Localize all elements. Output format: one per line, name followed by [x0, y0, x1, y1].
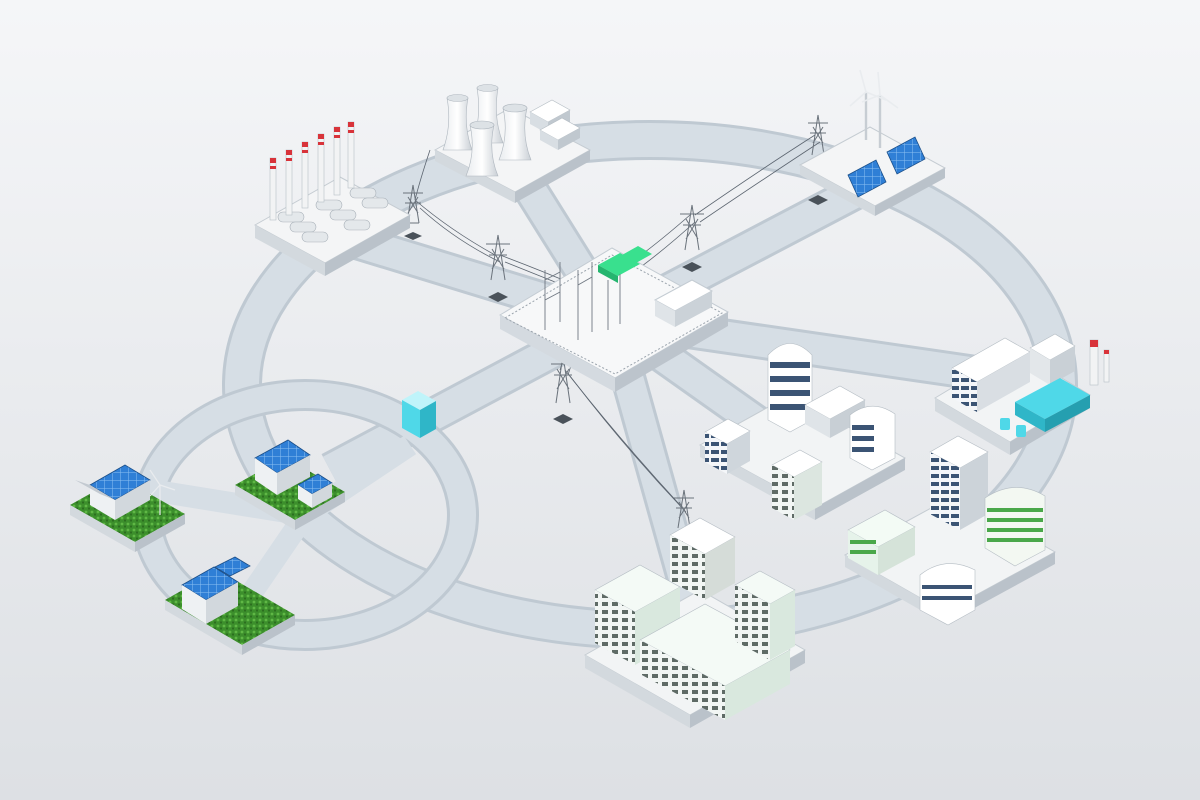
nuclear-power-plant[interactable] [433, 84, 592, 204]
solar-house-icon [235, 439, 345, 530]
tower-bases [404, 195, 828, 424]
office-tower-icon [704, 343, 896, 520]
transformer-icon [598, 246, 652, 283]
pylon-icon [680, 204, 704, 251]
business-park[interactable] [843, 435, 1057, 626]
apartment-block-icon [594, 517, 796, 720]
pylon-icon [403, 184, 423, 224]
commercial-building-icon [847, 435, 1046, 626]
central-substation[interactable] [498, 246, 730, 392]
cooling-tower-icon [442, 84, 532, 177]
pylon-icon [674, 489, 694, 529]
microgrid-houses[interactable] [70, 439, 345, 655]
smokestack-plant-icon [269, 121, 355, 221]
coal-power-plant[interactable] [253, 121, 412, 276]
transmission-towers [403, 114, 828, 529]
residential-apartments[interactable] [583, 517, 807, 728]
pylon-icon [486, 234, 510, 281]
pylon-icon [551, 354, 575, 404]
industrial-factory[interactable] [934, 333, 1110, 455]
factory-icon [951, 333, 1110, 437]
battery-storage-icon [402, 391, 436, 438]
solar-house-icon [70, 464, 185, 552]
solar-house-icon [165, 556, 295, 655]
wind-turbine-solar-panel-icon [847, 69, 926, 198]
office-district[interactable] [698, 343, 907, 521]
pylon-icon [808, 114, 828, 156]
wind-solar-farm[interactable] [798, 69, 947, 216]
storage-unit[interactable] [402, 391, 436, 438]
